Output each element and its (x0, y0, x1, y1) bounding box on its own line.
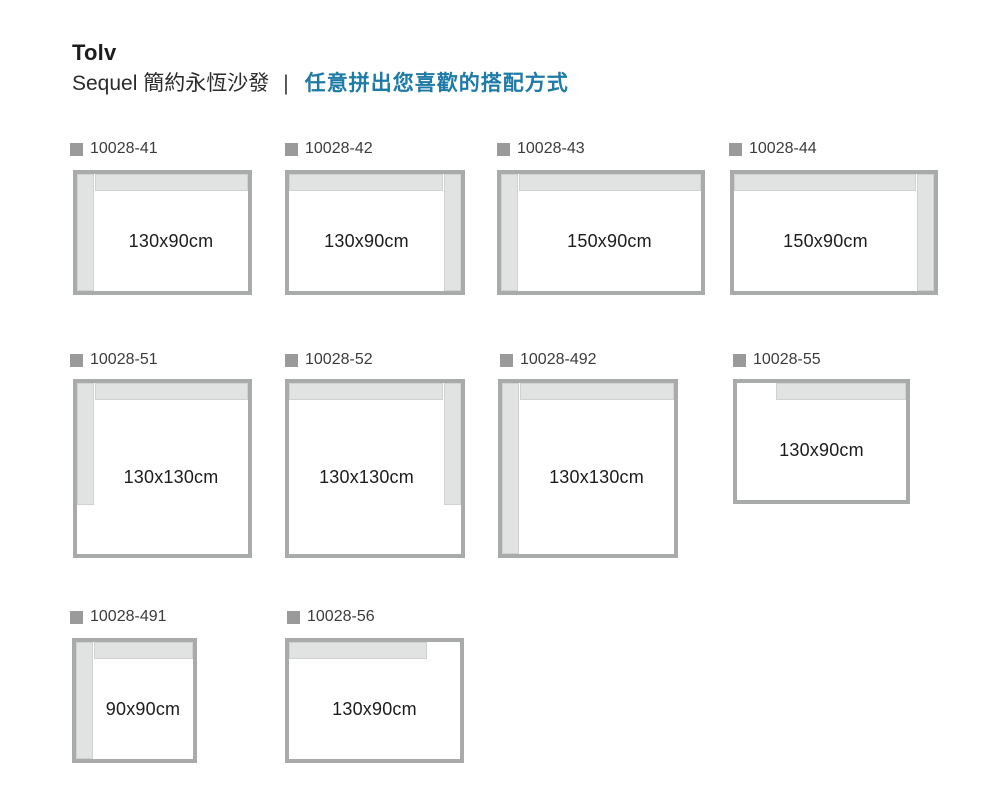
tagline: 任意拼出您喜歡的搭配方式 (304, 72, 569, 95)
back-top-strip (520, 383, 674, 400)
arm-left-strip (77, 174, 94, 291)
sofa-diagram: 130x130cm (285, 379, 465, 558)
arm-left-strip (76, 642, 93, 759)
label-square-icon (497, 142, 510, 156)
product-code-label: 10028-52 (285, 351, 373, 369)
sofa-diagram: 130x130cm (498, 379, 678, 558)
product-code-label: 10028-491 (70, 608, 167, 626)
sofa-diagram: 150x90cm (497, 170, 705, 295)
product-code-text: 10028-42 (305, 140, 373, 157)
arm-left-strip (501, 174, 518, 291)
product-code-text: 10028-44 (749, 140, 817, 157)
label-square-icon (287, 610, 300, 624)
product-code-text: 10028-55 (753, 351, 821, 368)
product-subtitle: Sequel 簡約永恆沙發 | 任意拼出您喜歡的搭配方式 (72, 67, 569, 97)
label-square-icon (70, 142, 83, 156)
product-code-label: 10028-56 (287, 608, 375, 626)
dimension-label: 130x130cm (319, 466, 414, 487)
back-top-strip (94, 642, 193, 659)
product-code-text: 10028-56 (307, 608, 375, 625)
label-square-icon (500, 353, 513, 367)
sofa-diagram: 130x130cm (73, 379, 252, 558)
product-code-label: 10028-42 (285, 140, 373, 158)
dimension-label: 130x90cm (779, 439, 864, 460)
dimension-label: 130x130cm (549, 466, 644, 487)
product-code-text: 10028-51 (90, 351, 158, 368)
back-top-strip (289, 174, 443, 191)
sofa-diagram: 90x90cm (72, 638, 197, 763)
sofa-diagram: 130x90cm (73, 170, 252, 295)
product-code-text: 10028-52 (305, 351, 373, 368)
product-code-text: 10028-492 (520, 351, 597, 368)
back-top-strip (95, 383, 248, 400)
arm-right-strip (444, 383, 461, 505)
dimension-label: 130x130cm (123, 466, 219, 487)
separator: | (283, 72, 289, 95)
product-code-label: 10028-55 (733, 351, 821, 369)
product-code-label: 10028-492 (500, 351, 597, 369)
product-code-text: 10028-491 (90, 608, 167, 625)
label-square-icon (285, 353, 298, 367)
product-code-label: 10028-44 (729, 140, 817, 158)
sofa-diagram: 130x90cm (285, 638, 464, 763)
arm-right-strip (917, 174, 934, 291)
product-code-label: 10028-41 (70, 140, 158, 158)
label-square-icon (729, 142, 742, 156)
back-top-strip (95, 174, 248, 191)
product-code-text: 10028-41 (90, 140, 158, 157)
back-top-strip (289, 642, 427, 659)
series-name: Sequel 簡約永恆沙發 (72, 72, 270, 95)
sofa-diagram: 130x90cm (285, 170, 465, 295)
back-top-strip (289, 383, 443, 400)
product-code-label: 10028-43 (497, 140, 585, 158)
arm-left-strip (77, 383, 94, 505)
dimension-label: 150x90cm (567, 230, 652, 251)
dimension-label: 130x90cm (128, 230, 214, 251)
brand-title: Tolv (72, 40, 117, 65)
label-square-icon (733, 353, 746, 367)
product-code-label: 10028-51 (70, 351, 158, 369)
product-code-text: 10028-43 (517, 140, 585, 157)
back-top-strip (734, 174, 916, 191)
label-square-icon (70, 353, 83, 367)
dimension-label: 130x90cm (324, 230, 409, 251)
back-top-strip (776, 383, 906, 400)
sofa-diagram: 130x90cm (733, 379, 910, 504)
arm-left-strip (502, 383, 519, 554)
label-square-icon (285, 142, 298, 156)
arm-right-strip (444, 174, 461, 291)
label-square-icon (70, 610, 83, 624)
dimension-label: 150x90cm (783, 230, 868, 251)
dimension-label: 90x90cm (105, 698, 181, 719)
dimension-label: 130x90cm (332, 698, 417, 719)
back-top-strip (519, 174, 701, 191)
sofa-diagram: 150x90cm (730, 170, 938, 295)
